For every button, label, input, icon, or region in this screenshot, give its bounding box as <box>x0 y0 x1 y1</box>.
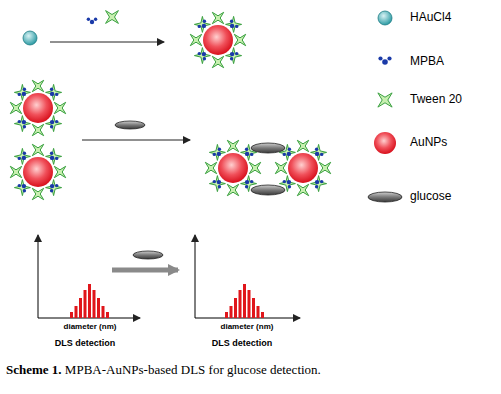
chart-label: DLS detection <box>212 338 273 348</box>
chart-label: DLS detection <box>55 338 116 348</box>
legend-label: glucose <box>410 189 451 203</box>
legend-label: AuNPs <box>410 135 447 149</box>
caption: Scheme 1. MPBA-AuNPs-based DLS for gluco… <box>6 362 321 378</box>
legend-label: MPBA <box>410 54 444 68</box>
axis-label: diameter (nm) <box>221 322 274 331</box>
legend-label: Tween 20 <box>410 92 462 106</box>
axis-label: diameter (nm) <box>64 322 117 331</box>
legend-label: HAuCl4 <box>410 10 451 24</box>
